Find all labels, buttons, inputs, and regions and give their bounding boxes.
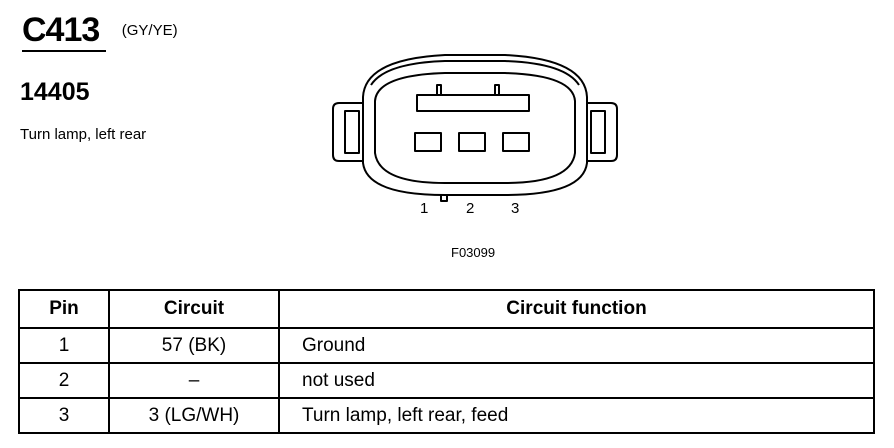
connector-id-underline [22,50,106,52]
table-header-row: Pin Circuit Circuit function [18,289,875,329]
row-pin: 2 [18,362,110,399]
pin-label-3: 3 [511,200,520,217]
row-function: not used [278,362,875,399]
pin-terminal-3 [502,132,530,152]
header-pin: Pin [18,289,110,329]
row-function: Ground [278,327,875,364]
connector-housing-outline [362,54,588,196]
table-row: 1 57 (BK) Ground [18,327,875,364]
part-number: 14405 [20,78,90,106]
connector-color: (GY/YE) [121,22,178,39]
pin-terminal-2 [458,132,486,152]
connector-housing-latch [370,60,580,86]
table-row: 2 – not used [18,362,875,399]
header-circuit: Circuit [108,289,280,329]
row-pin: 3 [18,397,110,434]
figure-id: F03099 [451,245,496,260]
pin-terminal-1 [414,132,442,152]
table-row: 3 3 (LG/WH) Turn lamp, left rear, feed [18,397,875,434]
row-circuit: 3 (LG/WH) [108,397,280,434]
header-circuit-function: Circuit function [278,289,875,329]
row-circuit: – [108,362,280,399]
row-function: Turn lamp, left rear, feed [278,397,875,434]
row-circuit: 57 (BK) [108,327,280,364]
pin-label-2: 2 [466,200,475,217]
connector-face-outline [374,72,576,184]
connector-diagram [332,54,618,202]
pin-label-1: 1 [420,200,429,217]
connector-header: C413 (GY/YE) [22,10,178,52]
connector-left-wing [332,102,363,162]
row-pin: 1 [18,327,110,364]
connector-description: Turn lamp, left rear [20,126,147,143]
connector-id: C413 [22,11,100,49]
pin-labels: 1 2 3 [418,200,538,220]
pinout-table: Pin Circuit Circuit function 1 57 (BK) G… [18,289,875,434]
connector-key-slot [416,94,530,112]
connector-right-wing [587,102,618,162]
